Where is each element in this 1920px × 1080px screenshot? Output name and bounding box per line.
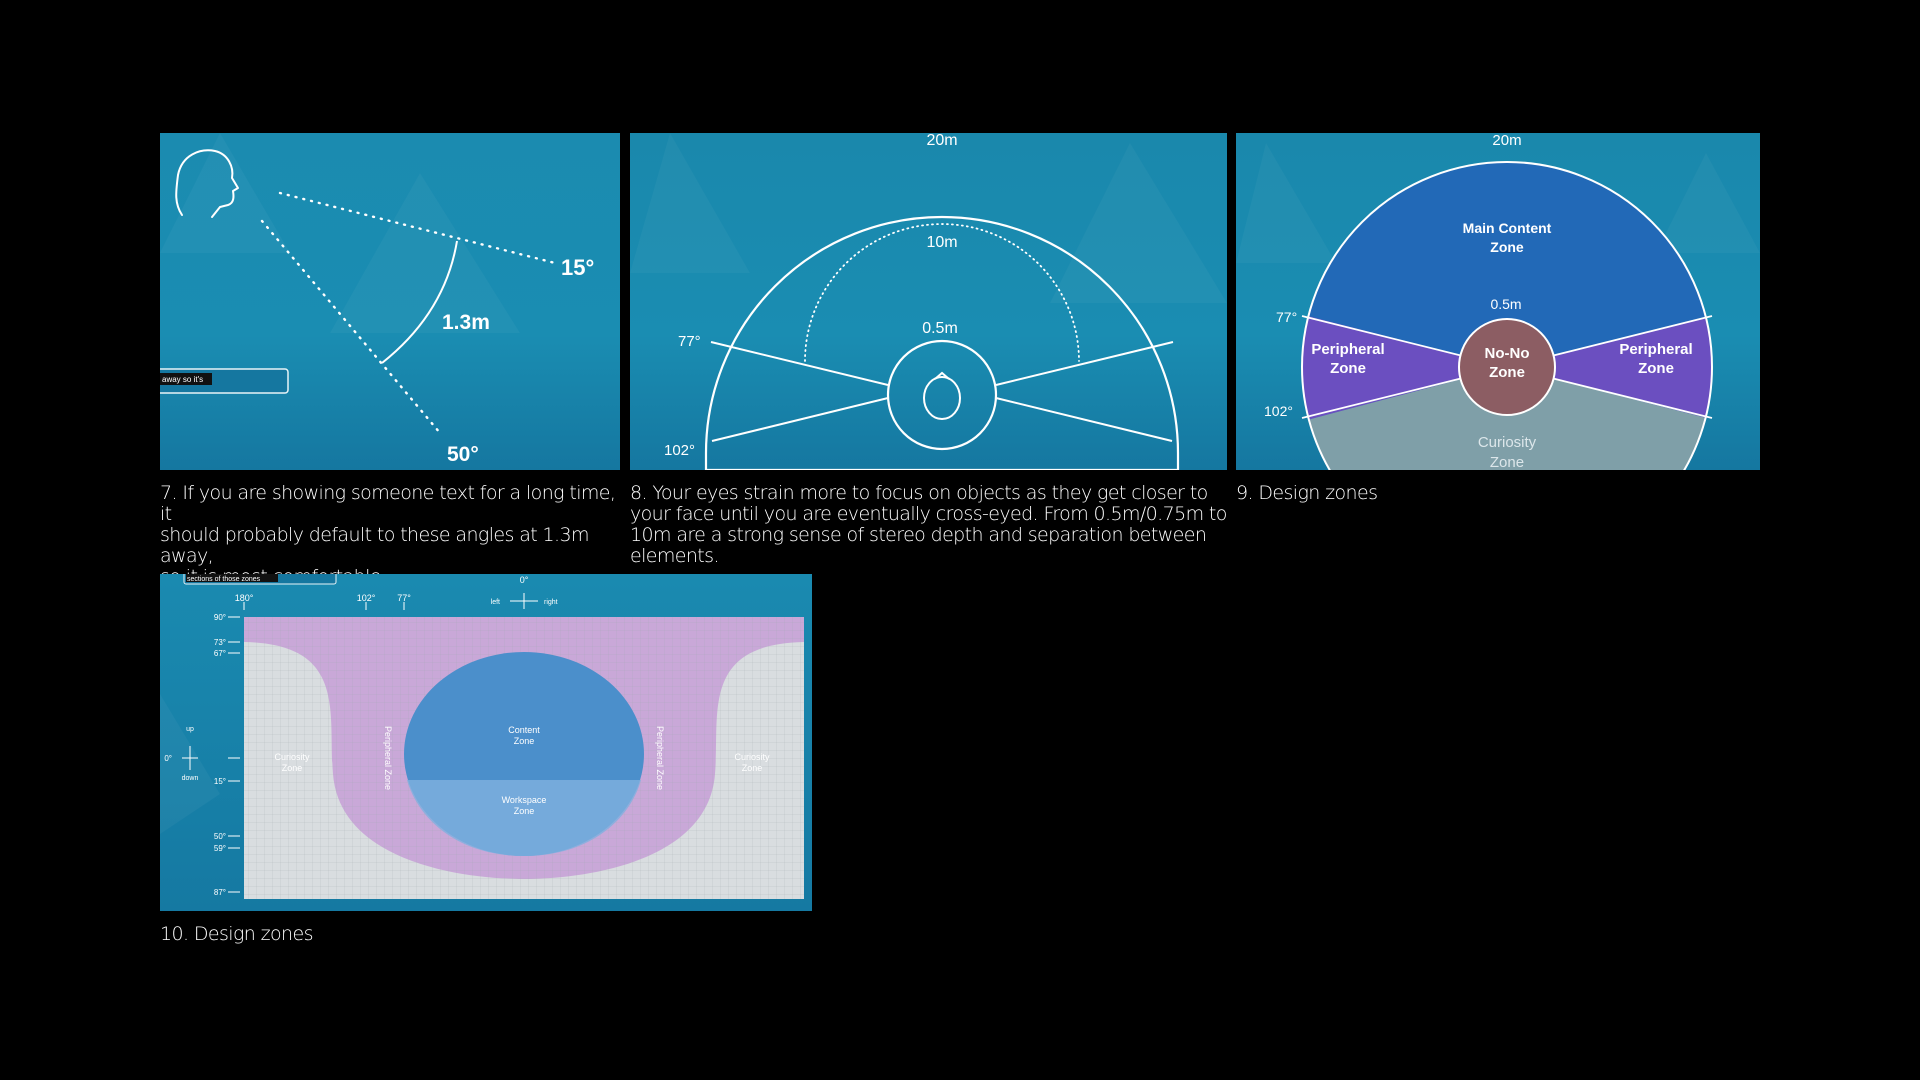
top-tick-77: 77° (397, 593, 411, 603)
left-tick-73: 73° (214, 638, 226, 647)
left-tick-87: 87° (214, 888, 226, 897)
peripheral-left-label-1: Peripheral (1311, 341, 1384, 358)
range-20m-boundary (1301, 161, 1713, 470)
design-zones-diagram: 20m 0.5m 77° 102° Main Content Zone Peri… (1236, 133, 1760, 470)
peripheral-right-label: Peripheral Zone (655, 726, 665, 790)
main-content-label-2: Zone (1490, 239, 1524, 255)
label-20m: 20m (1492, 133, 1521, 149)
top-sight-line (278, 191, 557, 265)
left-tick-50: 50° (214, 832, 226, 841)
peripheral-zone-left (1302, 313, 1507, 423)
range-10m-arc (804, 223, 1080, 362)
label-down: down (182, 775, 199, 782)
left-102-line (711, 397, 889, 442)
no-no-zone (1458, 318, 1556, 416)
head-profile-icon (175, 149, 239, 218)
panel-7-viewing-angles: 15° 1.3m 50° away so it's (160, 133, 620, 470)
label-05m: 0.5m (922, 320, 958, 337)
label-05m: 0.5m (1490, 296, 1521, 312)
angle-top-label: 15° (561, 255, 594, 280)
curiosity-left-label-1: Curiosity (274, 752, 310, 762)
right-102-line (995, 397, 1173, 442)
left-tick-90: 90° (214, 613, 226, 622)
right-77-line (995, 341, 1174, 386)
peripheral-right-label-2: Zone (1638, 360, 1674, 377)
peripheral-right-label-1: Peripheral (1619, 341, 1692, 358)
panel-10-zone-map: sections of those zones 0° left right up… (160, 574, 812, 911)
top-tick-180: 180° (235, 593, 254, 603)
direction-indicator-vertical (182, 746, 198, 770)
direction-indicator-horizontal (510, 593, 538, 609)
left-tick-0: 0° (164, 754, 172, 763)
curiosity-right-label-1: Curiosity (734, 752, 770, 762)
label-20m: 20m (926, 133, 957, 149)
label-right: right (544, 599, 558, 606)
panel-9-design-zones: 20m 0.5m 77° 102° Main Content Zone Peri… (1236, 133, 1760, 470)
zone-map-diagram: sections of those zones 0° left right up… (160, 574, 812, 911)
panel-8-depth-distances: 20m 10m 0.5m 77° 102° (630, 133, 1227, 470)
range-05m-circle (886, 339, 998, 451)
angle-bottom-label: 50° (447, 443, 479, 466)
curiosity-left-label-2: Zone (282, 763, 303, 773)
caption-9: 9. Design zones (1236, 482, 1378, 504)
top-tick-102: 102° (357, 593, 376, 603)
no-no-label-1: No-No (1485, 345, 1530, 362)
curiosity-right-label-2: Zone (742, 763, 763, 773)
distance-arc (381, 240, 458, 364)
caption-10: 10. Design zones (160, 923, 313, 945)
label-77-deg: 77° (1276, 309, 1297, 325)
distance-label: 1.3m (442, 311, 490, 334)
peripheral-left-label: Peripheral Zone (383, 726, 393, 790)
left-tick-67: 67° (214, 649, 226, 658)
no-no-label-2: Zone (1489, 364, 1525, 381)
label-left: left (491, 599, 500, 606)
label-77-deg: 77° (678, 333, 701, 350)
depth-distance-diagram: 20m 10m 0.5m 77° 102° (630, 133, 1227, 470)
content-label-1: Content (508, 725, 540, 735)
viewing-angle-diagram: 15° 1.3m 50° away so it's (160, 133, 620, 470)
caption-8: 8. Your eyes strain more to focus on obj… (630, 482, 1227, 567)
subtitle-text: sections of those zones (187, 576, 261, 583)
workspace-label-2: Zone (514, 806, 535, 816)
main-content-label-1: Main Content (1463, 220, 1552, 236)
left-77-line (710, 341, 889, 386)
head-top-icon (923, 371, 961, 420)
curiosity-zone (1302, 367, 1712, 470)
workspace-area (407, 780, 641, 856)
curiosity-label-2: Zone (1490, 454, 1524, 470)
range-20m-arc (704, 215, 1180, 470)
caption-7: 7. If you are showing someone text for a… (160, 482, 616, 588)
left-tick-15: 15° (214, 777, 226, 786)
peripheral-zone-right (1507, 313, 1712, 423)
workspace-label-1: Workspace (502, 795, 547, 805)
left-tick-59: 59° (214, 844, 226, 853)
label-10m: 10m (926, 234, 957, 251)
label-102-deg: 102° (1264, 403, 1293, 419)
content-label-2: Zone (514, 736, 535, 746)
curiosity-label-1: Curiosity (1478, 434, 1537, 451)
peripheral-left-label-2: Zone (1330, 360, 1366, 377)
label-up: up (186, 726, 194, 733)
label-0-top: 0° (520, 575, 529, 585)
subtitle-text: away so it's (162, 375, 203, 384)
label-102-deg: 102° (664, 442, 695, 459)
